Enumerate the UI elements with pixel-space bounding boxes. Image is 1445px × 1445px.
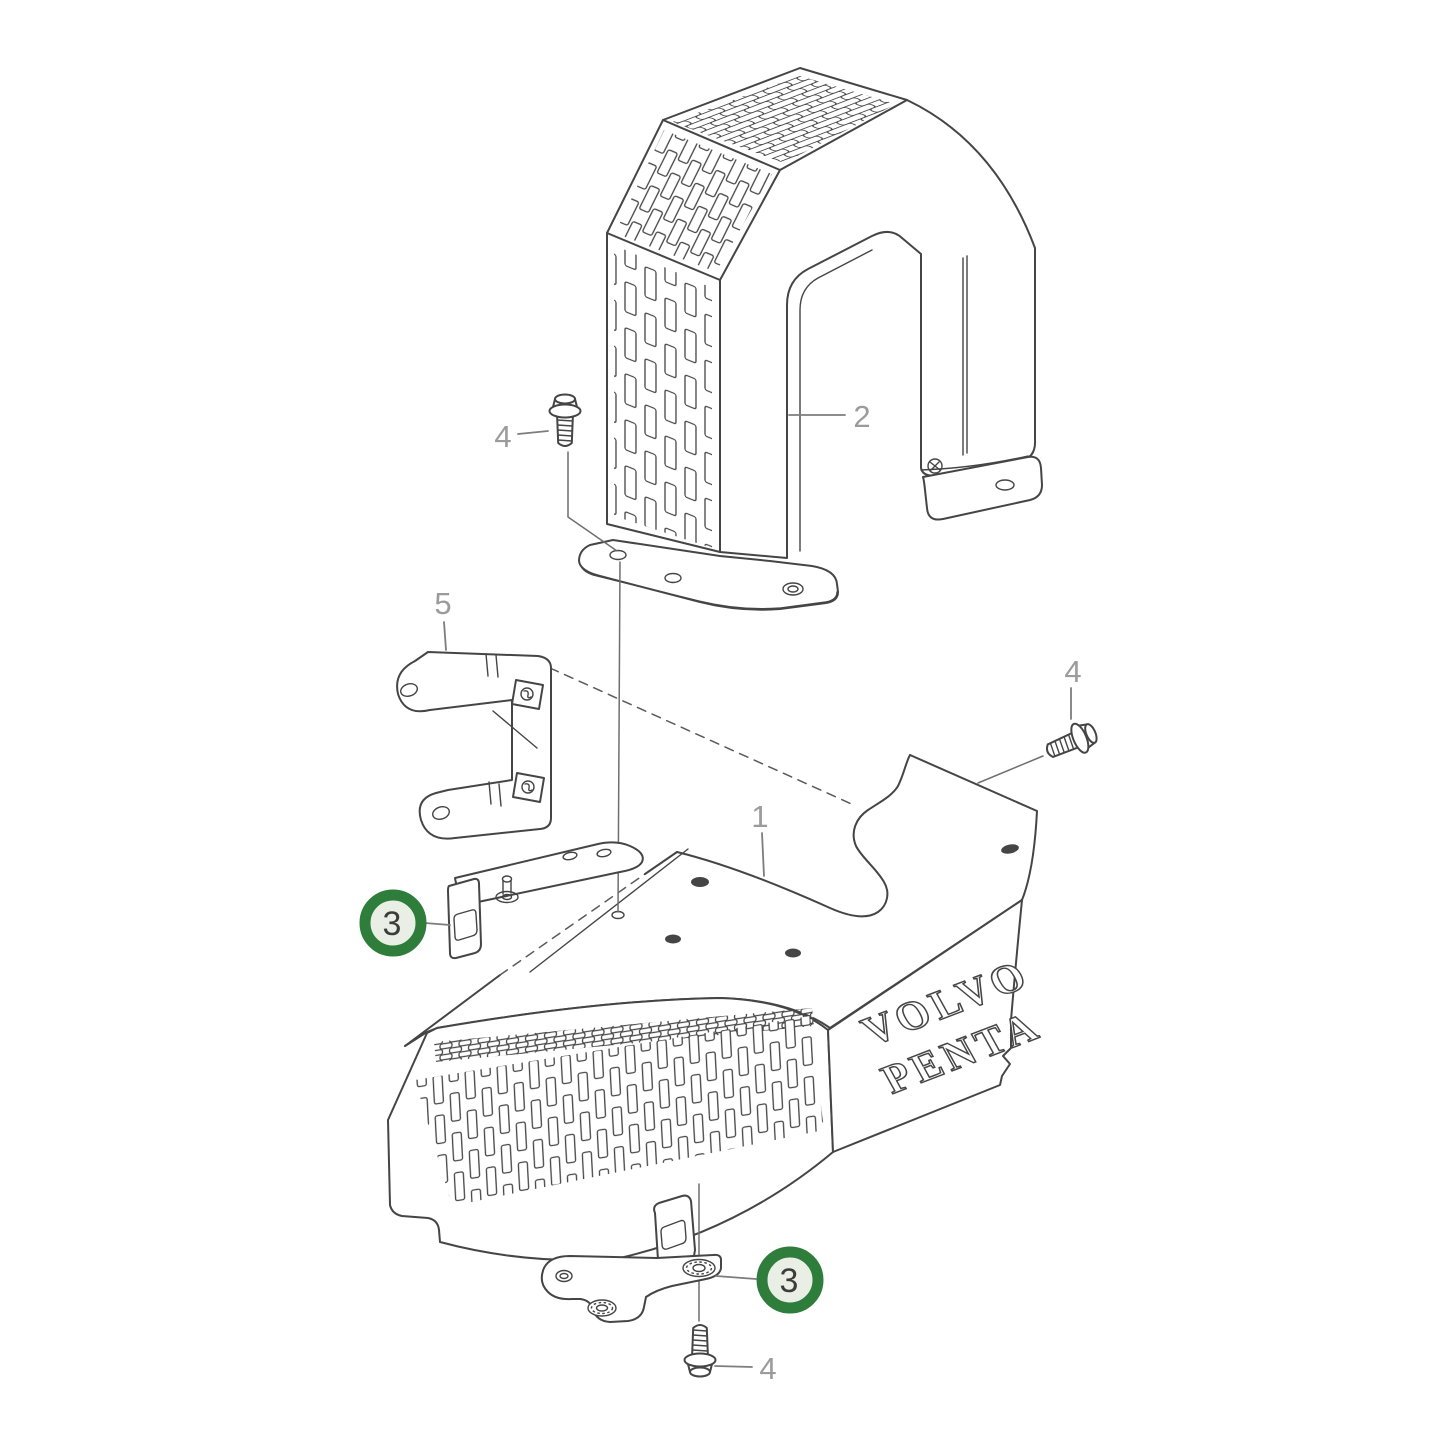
cover-mounting-holes [611, 844, 1019, 958]
hidden-edge-line [549, 667, 857, 807]
part-2-arch-cover [578, 67, 1043, 611]
callout-part-1: 1 [751, 799, 769, 877]
part-3-bracket-lower [540, 1194, 722, 1323]
callout-part-2: 2 [788, 399, 871, 434]
arch-perforations [614, 76, 896, 548]
callout-label-2: 2 [853, 399, 870, 434]
part-3-bracket-upper [447, 841, 644, 960]
part-5-bracket [396, 651, 552, 840]
part-1-main-cover: VOLVO PENTA [387, 754, 1051, 1261]
callout-label-4-right: 4 [1064, 654, 1081, 689]
highlight-circle [756, 1246, 824, 1314]
callout-label-3-right: 3 [780, 1262, 799, 1300]
callout-label-4-top: 4 [494, 419, 511, 454]
callout-part-4-right: 4 [1064, 654, 1082, 720]
callout-part-5: 5 [434, 586, 452, 651]
highlight-circle [359, 889, 427, 957]
highlight-callout-part-3-right[interactable]: 3 [715, 1246, 824, 1314]
callout-label-5: 5 [434, 586, 451, 621]
part-4-screw-bottom [683, 1324, 717, 1378]
callout-part-4-bottom: 4 [714, 1351, 777, 1386]
cover-notch-cutout [676, 754, 911, 918]
arch-base-flange [578, 539, 839, 611]
highlight-callout-part-3-left[interactable]: 3 [359, 889, 451, 957]
callout-label-1: 1 [751, 799, 768, 834]
part-4-screw-right [1040, 716, 1103, 768]
callout-label-4-bottom: 4 [759, 1351, 776, 1386]
serrated-washer [682, 1258, 716, 1278]
callout-label-3-left: 3 [383, 905, 402, 943]
brand-panel: VOLVO PENTA [827, 899, 1051, 1153]
callout-part-4-top: 4 [494, 419, 549, 454]
part-4-screw-top [548, 393, 582, 447]
serrated-washer [587, 1299, 617, 1317]
